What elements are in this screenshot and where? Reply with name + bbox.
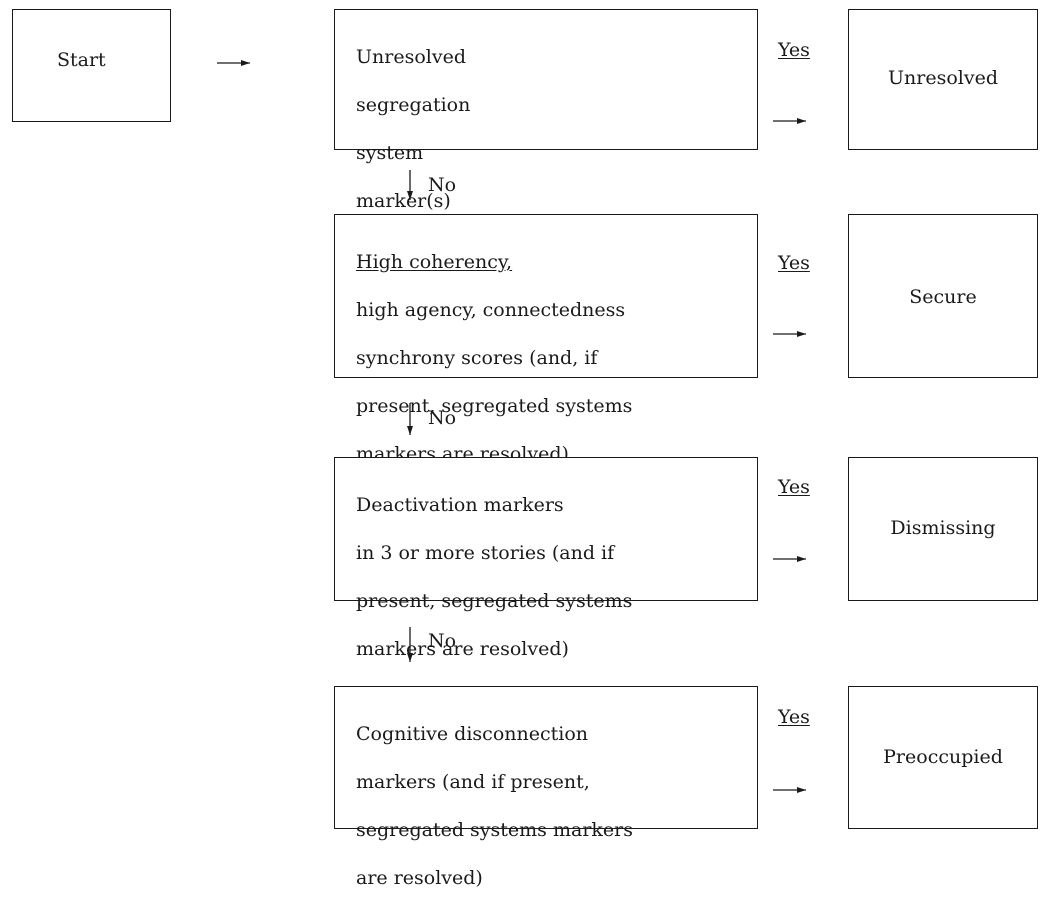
condition-line: synchrony scores (and, if: [356, 347, 598, 369]
yes-label-1: Yes: [778, 39, 810, 61]
condition-text-1: Unresolved segregation system marker(s): [356, 21, 470, 237]
condition-text-3: Deactivation markers in 3 or more storie…: [356, 469, 632, 685]
condition-underlined-text: High coherency,: [356, 251, 513, 273]
condition-line: system: [356, 142, 424, 164]
outcome-box-secure: Secure: [848, 214, 1038, 378]
condition-line: present, segregated systems: [356, 395, 633, 417]
condition-line: marker(s): [356, 190, 451, 212]
yes-label-3: Yes: [778, 476, 810, 498]
condition-box-deactivation: Deactivation markers in 3 or more storie…: [334, 457, 758, 660]
outcome-box-dismissing: Dismissing: [848, 457, 1038, 601]
condition-line: are resolved): [356, 867, 483, 889]
condition-line: markers (and if present,: [356, 771, 590, 793]
condition-box-unresolved-markers: Unresolved segregation system marker(s): [334, 9, 758, 212]
condition-line: in 3 or more stories (and if: [356, 542, 615, 564]
condition-text-2: High coherency, high agency, connectedne…: [356, 226, 632, 490]
condition-line: present, segregated systems: [356, 590, 633, 612]
condition-line: Unresolved: [356, 46, 466, 68]
condition-line: high agency, connectedness: [356, 299, 626, 321]
condition-line: segregation: [356, 94, 471, 116]
no-label-3: No: [428, 630, 457, 652]
yes-label-4: Yes: [778, 706, 810, 728]
condition-line: Deactivation markers: [356, 494, 564, 516]
flow-arrows: [217, 60, 806, 793]
no-label-2: No: [428, 407, 457, 429]
outcome-label-preoccupied: Preoccupied: [883, 746, 1003, 768]
outcome-box-unresolved: Unresolved: [848, 9, 1038, 150]
no-label-1: No: [428, 174, 457, 196]
outcome-box-preoccupied: Preoccupied: [848, 686, 1038, 829]
start-label: Start: [57, 49, 106, 71]
condition-box-high-coherency: High coherency, high agency, connectedne…: [334, 214, 758, 465]
outcome-label-secure: Secure: [909, 286, 977, 308]
start-box: Start: [12, 9, 171, 122]
outcome-label-dismissing: Dismissing: [890, 517, 996, 539]
yes-label-2: Yes: [778, 252, 810, 274]
outcome-label-unresolved: Unresolved: [888, 67, 998, 89]
condition-line: markers are resolved): [356, 638, 569, 660]
condition-line: Cognitive disconnection: [356, 723, 588, 745]
